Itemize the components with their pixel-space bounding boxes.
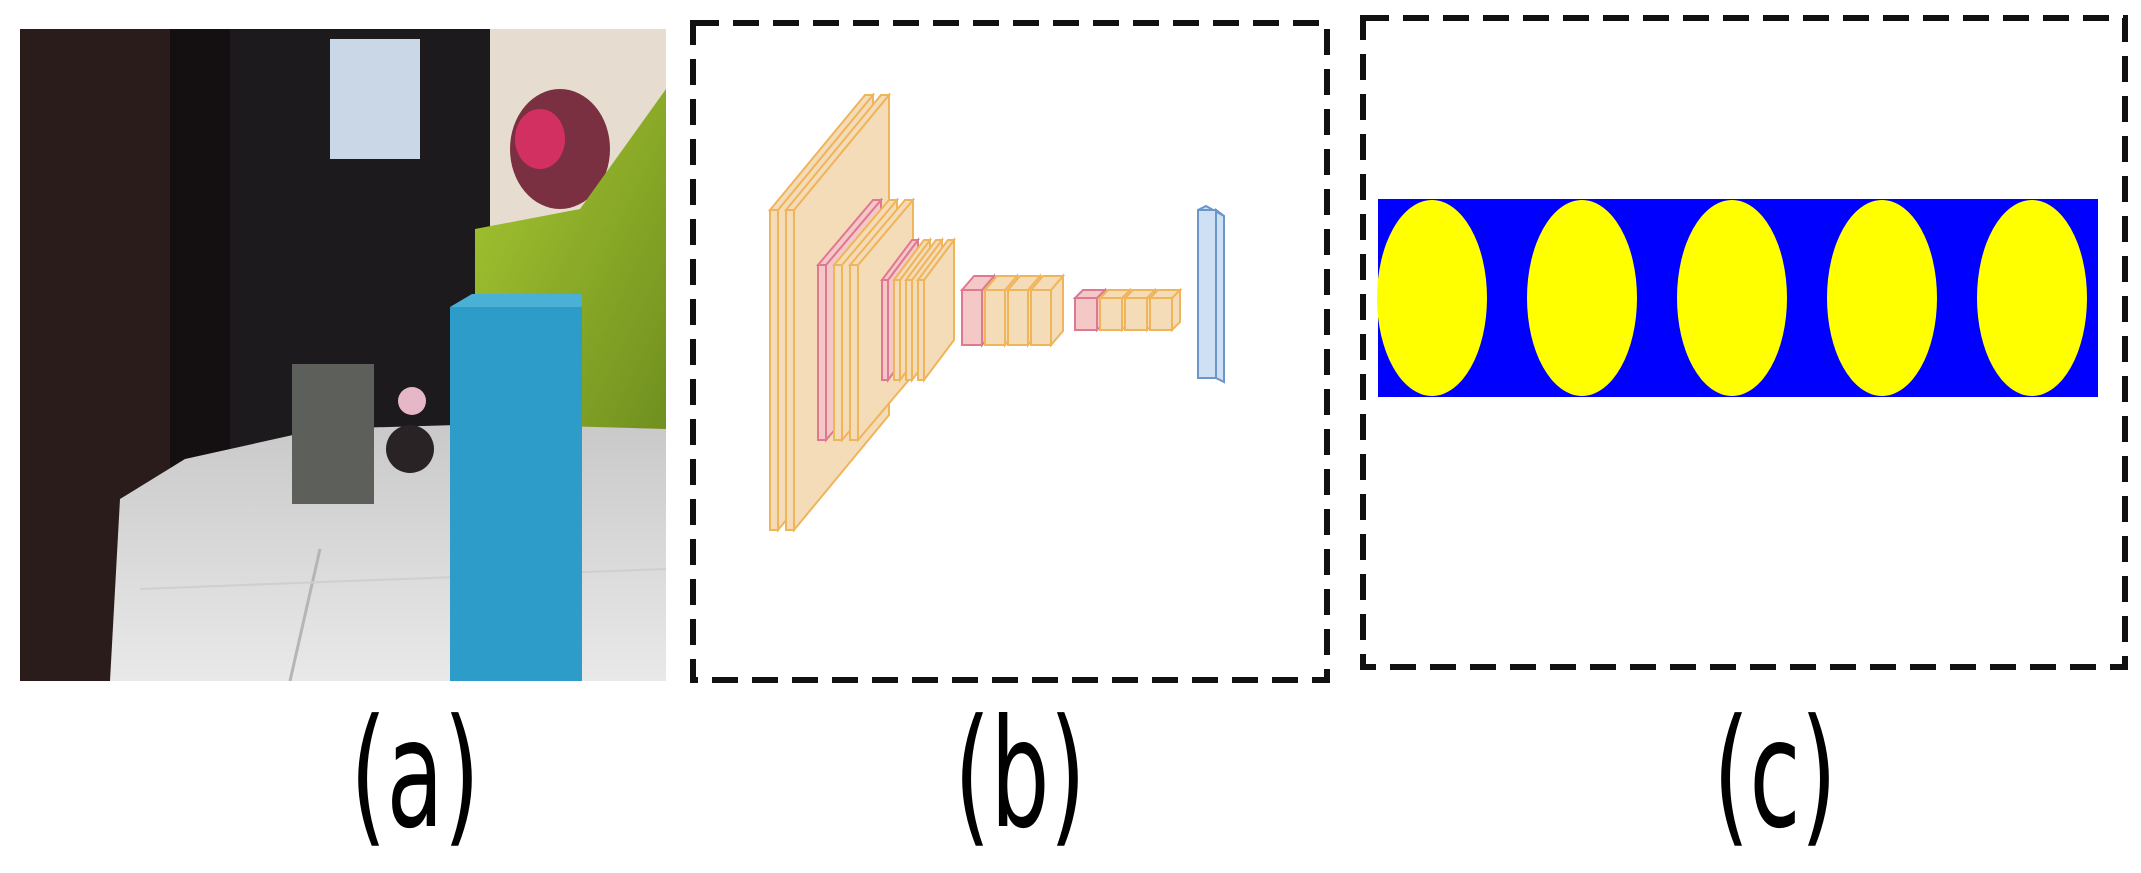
caption-b: (b) bbox=[954, 688, 1086, 862]
yellow-ellipse bbox=[1827, 200, 1937, 396]
yellow-ellipses bbox=[1377, 200, 2087, 396]
grey-box-obstacle bbox=[292, 364, 374, 504]
conv-layer bbox=[916, 237, 956, 383]
yellow-ellipse bbox=[1377, 200, 1487, 396]
yellow-ellipse bbox=[1677, 200, 1787, 396]
dashed-frame bbox=[690, 20, 1330, 683]
output-representation-panel bbox=[1360, 15, 2128, 670]
fully-connected-layer bbox=[1197, 204, 1225, 384]
yellow-ellipse bbox=[1527, 200, 1637, 396]
conv-layer bbox=[1028, 273, 1066, 348]
cnn-layers bbox=[767, 92, 1225, 533]
caption-a: (a) bbox=[350, 688, 480, 862]
camera-view-image bbox=[20, 29, 666, 681]
conv-layer bbox=[1147, 287, 1183, 333]
ball bbox=[386, 425, 434, 473]
caption-c: (c) bbox=[1713, 688, 1837, 862]
cnn-architecture-diagram bbox=[690, 20, 1330, 683]
dashed-frame bbox=[1360, 15, 2128, 670]
floor bbox=[110, 424, 666, 681]
window bbox=[330, 39, 420, 159]
yellow-ellipse bbox=[1977, 200, 2087, 396]
blue-box-obstacle bbox=[450, 307, 582, 681]
